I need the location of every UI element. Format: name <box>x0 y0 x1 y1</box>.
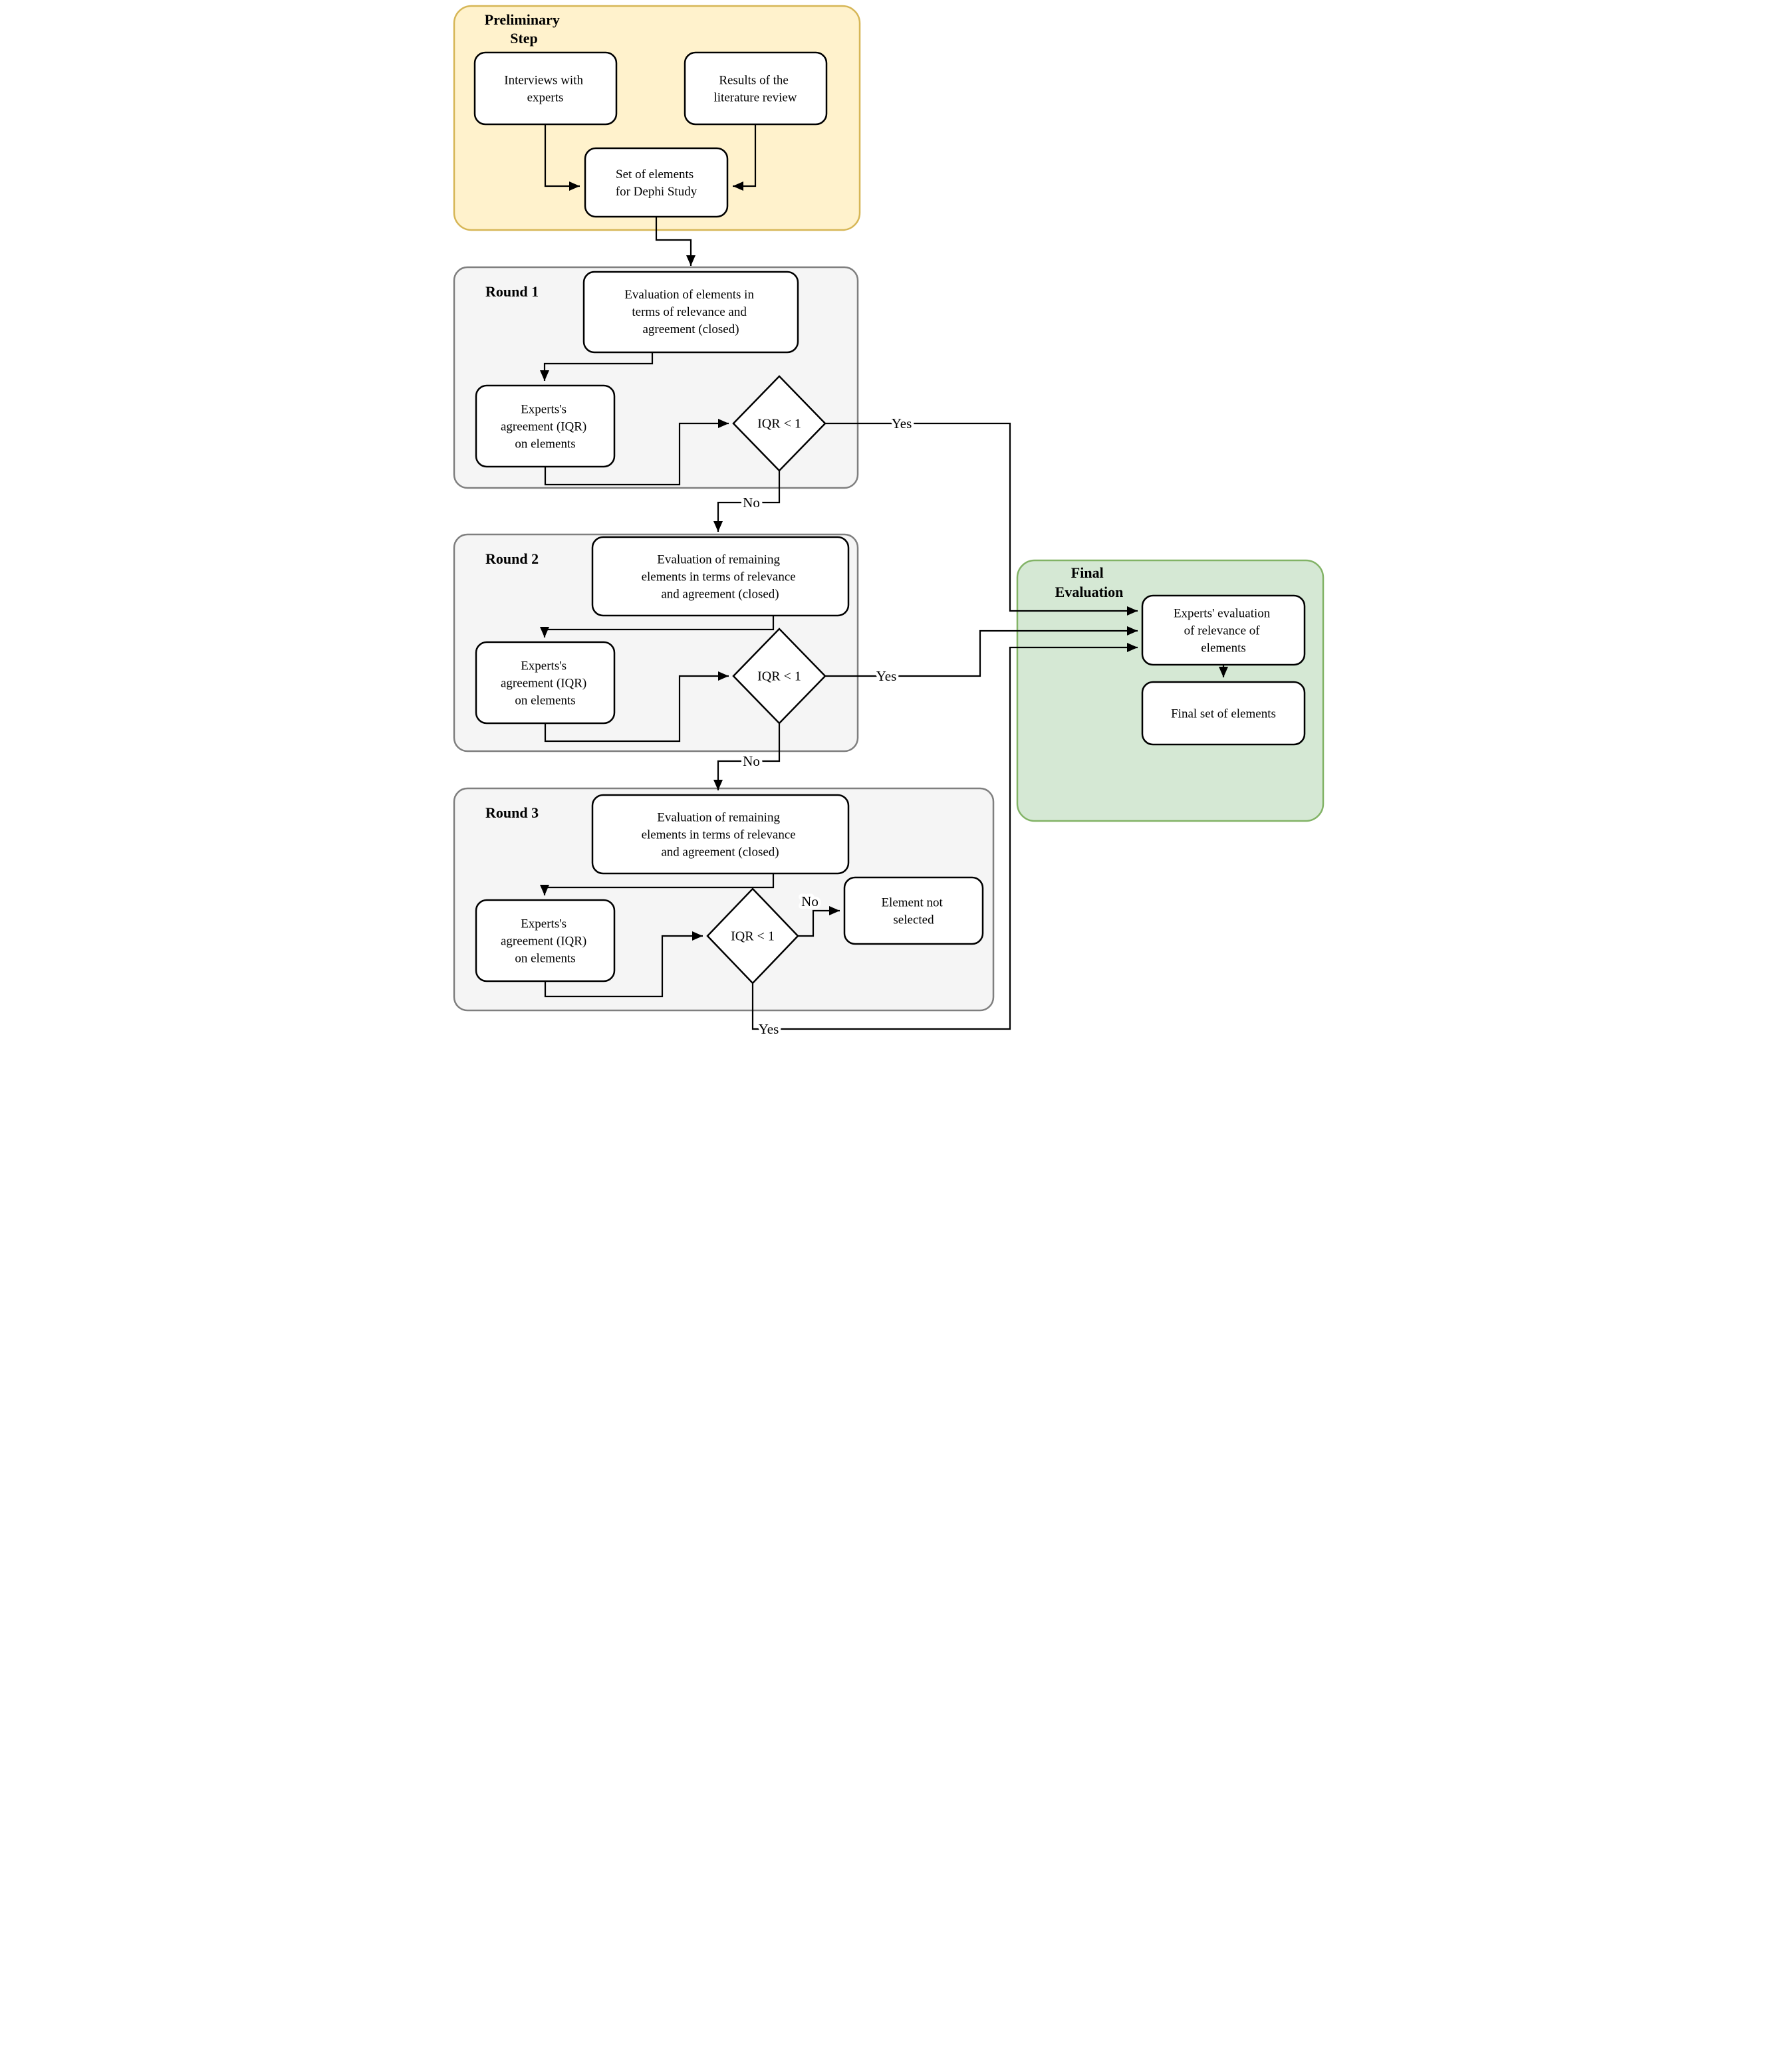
edge-r3-eval-to-agreement <box>539 873 774 895</box>
node-element-not-selected: Element not selected <box>843 876 983 945</box>
edge-label-r2-no: No <box>743 753 760 769</box>
node-r1-evaluation: Evaluation of elements in terms of relev… <box>582 271 799 354</box>
node-r2-agreement: Experts's agreement (IQR) on elements <box>475 641 615 725</box>
node-element-set: Set of elements for Dephi Study <box>584 147 728 218</box>
node-r1-decision-label: IQR < 1 <box>757 417 801 431</box>
node-r1-decision: IQR < 1 <box>731 375 826 472</box>
delphi-flowchart: Preliminary Step Round 1 Round 2 Round 3… <box>443 0 1328 1036</box>
edge-r2-eval-to-agreement <box>539 616 774 637</box>
edge-r3-agreement-to-decision <box>544 931 703 998</box>
edge-r1-no <box>713 471 780 532</box>
node-r2-decision-label: IQR < 1 <box>757 669 801 684</box>
node-r1-agreement-label: Experts's agreement (IQR) on elements <box>501 403 590 451</box>
round3-title: Round 3 <box>485 804 539 821</box>
round2-title: Round 2 <box>485 550 539 567</box>
node-element-set-label: Set of elements for Dephi Study <box>615 168 697 199</box>
node-element-not-selected-label: Element not selected <box>881 896 946 927</box>
edge-r2-yes <box>824 626 1138 677</box>
node-r2-agreement-label: Experts's agreement (IQR) on elements <box>501 659 590 708</box>
node-r3-decision-label: IQR < 1 <box>731 929 775 944</box>
edge-r1-agreement-to-decision <box>544 419 729 486</box>
node-r3-evaluation-label: Evaluation of remaining elements in term… <box>641 811 799 860</box>
edge-label-r2-yes: Yes <box>876 668 896 684</box>
node-experts-evaluation: Experts' evaluation of relevance of elem… <box>1141 594 1305 666</box>
node-experts-evaluation-label: Experts' evaluation of relevance of elem… <box>1173 607 1273 655</box>
edge-r2-no <box>713 723 780 790</box>
edge-r1-eval-to-agreement <box>539 352 653 381</box>
node-literature-results-label: Results of the literature review <box>713 74 797 105</box>
node-r2-evaluation: Evaluation of remaining elements in term… <box>591 536 849 617</box>
node-r3-evaluation: Evaluation of remaining elements in term… <box>591 794 849 875</box>
node-r2-decision: IQR < 1 <box>731 628 826 725</box>
final-evaluation-title: Final Evaluation <box>1055 564 1123 600</box>
edge-label-r1-no: No <box>743 495 760 511</box>
preliminary-step-title: Preliminary Step <box>484 11 563 47</box>
node-interviews: Interviews with experts <box>473 51 617 126</box>
round1-title: Round 1 <box>485 283 539 300</box>
node-r3-agreement: Experts's agreement (IQR) on elements <box>475 899 615 982</box>
node-final-set-label: Final set of elements <box>1171 707 1276 721</box>
node-final-set: Final set of elements <box>1141 681 1305 746</box>
node-r3-agreement-label: Experts's agreement (IQR) on elements <box>501 917 590 966</box>
node-interviews-label: Interviews with experts <box>504 74 586 105</box>
edge-r2-agreement-to-decision <box>544 671 729 743</box>
node-r3-decision: IQR < 1 <box>705 887 799 984</box>
edge-r3-yes <box>751 643 1138 1030</box>
edge-label-r3-yes: Yes <box>758 1021 779 1036</box>
edge-r3-no <box>797 906 840 937</box>
edge-label-r3-no: No <box>801 893 819 909</box>
node-r2-evaluation-label: Evaluation of remaining elements in term… <box>641 553 799 602</box>
node-r1-agreement: Experts's agreement (IQR) on elements <box>475 384 615 468</box>
edge-r1-yes <box>824 422 1138 616</box>
edge-label-r1-yes: Yes <box>891 415 912 431</box>
edge-set-to-round1 <box>655 217 695 266</box>
node-r1-evaluation-label: Evaluation of elements in terms of relev… <box>624 288 757 336</box>
edge-interviews-to-set <box>544 124 580 191</box>
node-literature-results: Results of the literature review <box>684 51 827 126</box>
edge-literature-to-set <box>732 124 756 191</box>
